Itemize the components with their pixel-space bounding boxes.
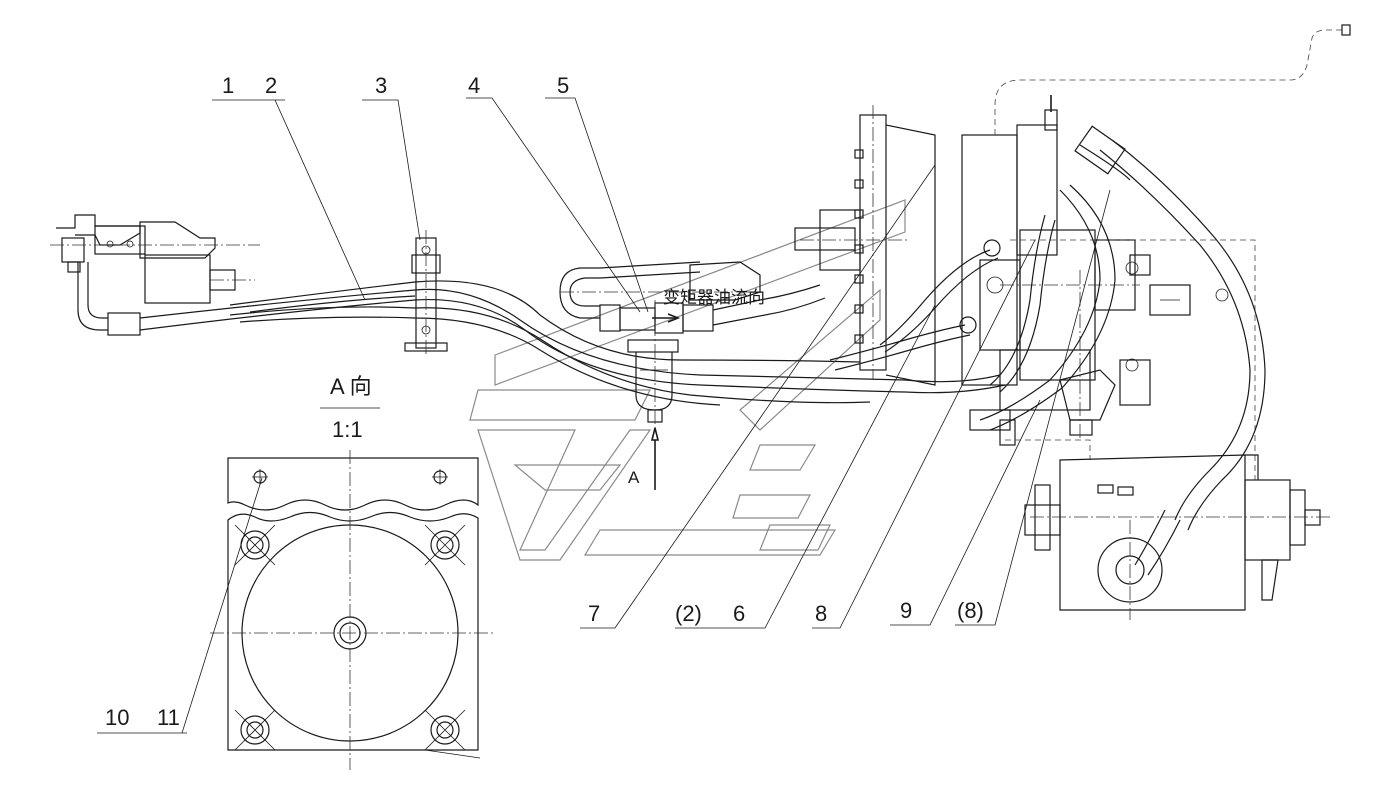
callout-10: 10: [105, 705, 129, 730]
pressure-hoses: [829, 144, 1131, 431]
flow-direction-label: 变矩器油流向: [663, 288, 765, 308]
callout-labels: 1 2 3 4 5 7 (2) 6 8 9 (8) 10 11: [105, 73, 984, 730]
callout-9: 9: [900, 598, 912, 623]
callout-2: 2: [265, 73, 277, 98]
view-arrow-label: A: [628, 468, 640, 487]
callout-7: 7: [588, 601, 600, 626]
hose-bundle: [139, 280, 1006, 406]
callout-3: 3: [375, 73, 387, 98]
filter-assembly: [559, 261, 826, 430]
callout-1: 1: [222, 73, 234, 98]
hose-clamp: [404, 230, 448, 355]
view-a-detail: A 向 1:1: [210, 374, 495, 770]
view-scale: 1:1: [332, 417, 363, 442]
view-arrow-a: A: [628, 427, 660, 490]
left-valve-assembly: [50, 214, 260, 336]
flange-panel: [794, 105, 936, 386]
callout-4: 4: [468, 73, 480, 98]
callout-2-ref: (2): [675, 601, 702, 626]
view-title: A 向: [330, 374, 372, 399]
callout-5: 5: [557, 73, 569, 98]
callout-8-ref: (8): [957, 598, 984, 623]
flow-note: 变矩器油流向: [652, 288, 765, 323]
watermark-logo: [469, 199, 906, 561]
callout-8: 8: [815, 601, 827, 626]
callout-11: 11: [157, 705, 180, 730]
pump-housing: [1024, 454, 1330, 620]
callout-6: 6: [733, 601, 745, 626]
valve-block: [961, 95, 1256, 480]
signal-line: [994, 24, 1351, 135]
return-pipe: [1074, 125, 1266, 531]
leader-lines: [97, 97, 1111, 734]
